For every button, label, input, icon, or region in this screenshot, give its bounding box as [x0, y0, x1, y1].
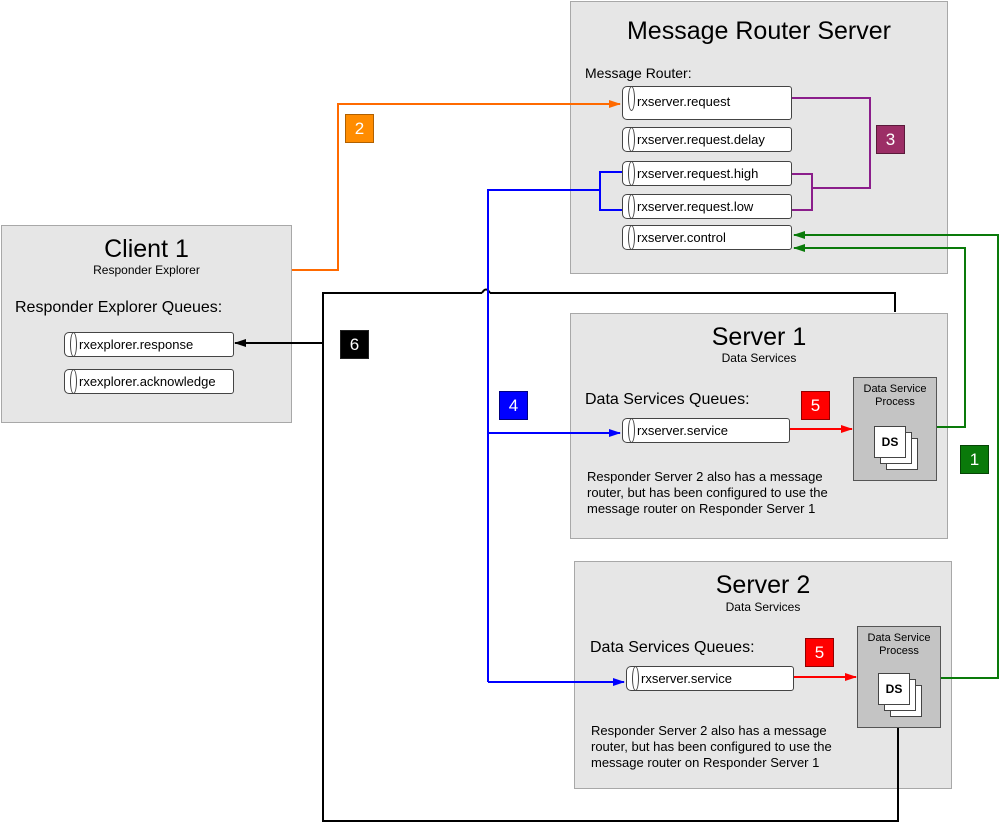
step-badge-5-server2: 5 [805, 638, 834, 667]
client-queues-label: Responder Explorer Queues: [15, 299, 223, 316]
step-badge-4: 4 [499, 391, 528, 420]
step3-bracket [792, 173, 813, 211]
step-badge-3: 3 [876, 125, 905, 154]
server1-queues-label: Data Services Queues: [585, 391, 750, 408]
step1-line-server1 [793, 244, 966, 428]
server2-queues-label: Data Services Queues: [590, 639, 755, 656]
server2-data-service-process: Data Service Process DS [857, 626, 941, 728]
queue-rxserver-request-delay: rxserver.request.delay [622, 127, 792, 152]
queue-rxexplorer-response: rxexplorer.response [64, 332, 234, 357]
step2-line [292, 100, 621, 271]
ds-icon: DS [874, 426, 906, 458]
step6-line-jump [481, 288, 491, 294]
message-router-server-title: Message Router Server [626, 17, 891, 45]
server2-queue-rxserver-service: rxserver.service [626, 666, 794, 691]
queue-rxexplorer-acknowledge: rxexplorer.acknowledge [64, 369, 234, 394]
queue-rxserver-request-low: rxserver.request.low [622, 194, 792, 219]
step4-line [487, 189, 600, 682]
server1-subtitle: Data Services [721, 351, 797, 365]
server1-process-label: Data Service Process [863, 383, 927, 408]
client-subtitle: Responder Explorer [93, 263, 200, 277]
step-badge-6: 6 [340, 330, 369, 359]
server2-title: Server 2 [715, 571, 811, 599]
step-badge-1: 1 [960, 445, 989, 474]
ds-icon: DS [878, 673, 910, 705]
server1-note: Responder Server 2 also has a message ro… [587, 469, 828, 516]
step-badge-2: 2 [345, 114, 374, 143]
step3-line [792, 97, 871, 189]
server2-subtitle: Data Services [725, 600, 801, 614]
server1-queue-rxserver-service: rxserver.service [622, 418, 790, 443]
server2-process-label: Data Service Process [867, 632, 931, 657]
message-router-label: Message Router: [585, 65, 692, 81]
step6-line-main [322, 292, 899, 822]
client-title: Client 1 [104, 235, 189, 263]
step4-bracket [599, 171, 622, 211]
server1-data-service-process: Data Service Process DS [853, 377, 937, 481]
server1-title: Server 1 [711, 323, 807, 351]
server2-note: Responder Server 2 also has a message ro… [591, 723, 832, 770]
step-badge-5-server1: 5 [801, 391, 830, 420]
queue-rxserver-request: rxserver.request [622, 86, 792, 120]
step1-line-server2 [793, 231, 999, 679]
queue-rxserver-request-high: rxserver.request.high [622, 161, 792, 186]
step6-line [490, 292, 896, 312]
queue-rxserver-control: rxserver.control [622, 225, 792, 250]
